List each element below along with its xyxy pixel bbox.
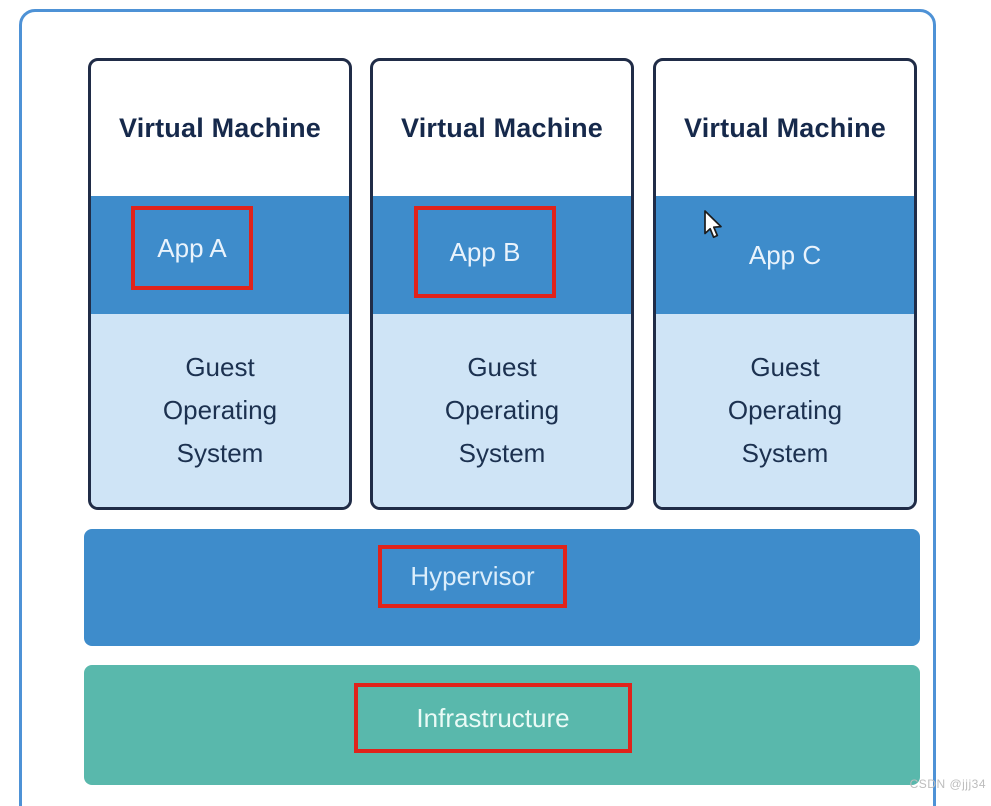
highlight-box-app-a: App A <box>131 206 253 290</box>
vm-title: Virtual Machine <box>683 113 887 143</box>
watermark: CSDN @jjj34 <box>909 777 986 791</box>
guest-os-label: Guest Operating System <box>91 314 349 507</box>
guest-os-label: Guest Operating System <box>373 314 631 507</box>
infrastructure-label: Infrastructure <box>416 702 570 733</box>
highlight-box-app-b: App B <box>414 206 556 298</box>
app-b-label: App B <box>449 236 521 267</box>
vm-title: Virtual Machine <box>400 113 604 143</box>
vm-box-3: Virtual Machine App C Guest Operating Sy… <box>653 58 917 510</box>
app-band-c: App C <box>656 196 914 314</box>
highlight-box-infrastructure: Infrastructure <box>354 683 632 753</box>
guest-os-label: Guest Operating System <box>656 314 914 507</box>
vm-title: Virtual Machine <box>118 113 322 143</box>
highlight-box-hypervisor: Hypervisor <box>378 545 567 608</box>
hypervisor-label: Hypervisor <box>410 561 535 591</box>
app-a-label: App A <box>157 232 227 263</box>
diagram-frame: Virtual Machine Guest Operating System V… <box>19 9 936 806</box>
arrow-pointer-icon <box>703 210 724 247</box>
